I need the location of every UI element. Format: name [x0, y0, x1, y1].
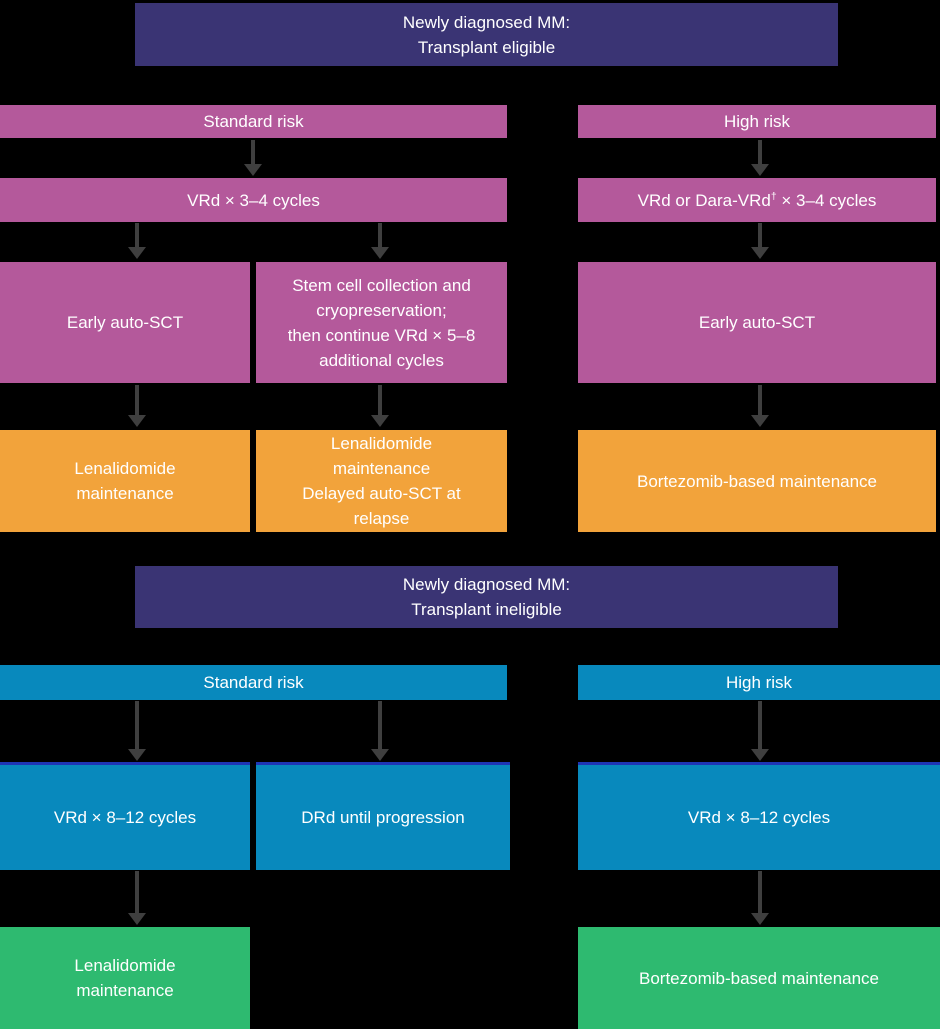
vrd-8-12-high-label: VRd × 8–12 cycles	[687, 808, 831, 827]
high-risk-ineligible-label: High risk	[725, 673, 793, 692]
standard-risk-ineligible-label: Standard risk	[203, 673, 304, 692]
arrow-vrd812-to-lenalidomide	[135, 871, 139, 913]
arrow-earlyscthigh-to-bortezomib	[758, 385, 762, 415]
box-high-risk-ineligible: High risk	[578, 665, 940, 700]
box-vrd-3-4-cycles: VRd × 3–4 cycles	[0, 178, 507, 222]
vrd-8-12-standard-label: VRd × 8–12 cycles	[53, 808, 197, 827]
lenalidomide-maintenance-ineligible-label: Lenalidomide maintenance	[74, 956, 176, 1000]
early-auto-sct-standard-label: Early auto-SCT	[66, 313, 184, 332]
arrow-standardrisk2-to-drd	[378, 701, 382, 749]
box-drd-until-progression: DRd until progression	[256, 762, 510, 870]
arrow-earlysct-to-lenalidomide	[135, 385, 139, 415]
arrow-daravrd-to-early-sct	[758, 223, 762, 247]
arrow-highrisk-to-daravrd	[758, 140, 762, 164]
box-bortezomib-maintenance-ineligible: Bortezomib-based maintenance	[578, 927, 940, 1029]
box-high-risk-eligible: High risk	[578, 105, 936, 138]
header-transplant-eligible-label: Newly diagnosed MM: Transplant eligible	[402, 12, 571, 57]
box-lenalidomide-maintenance-ineligible: Lenalidomide maintenance	[0, 927, 250, 1029]
daravrd-cycles-text: × 3–4 cycles	[776, 190, 877, 210]
header-transplant-eligible: Newly diagnosed MM: Transplant eligible	[135, 3, 838, 66]
lenalidomide-delayed-sct-label: Lenalidomide maintenance Delayed auto-SC…	[302, 434, 461, 528]
header-transplant-ineligible: Newly diagnosed MM: Transplant ineligibl…	[135, 566, 838, 628]
arrow-vrd34-to-early-sct	[135, 223, 139, 247]
bortezomib-maintenance-ineligible-label: Bortezomib-based maintenance	[638, 968, 880, 988]
box-bortezomib-maintenance-eligible: Bortezomib-based maintenance	[578, 430, 936, 532]
drd-until-progression-label: DRd until progression	[301, 808, 465, 827]
standard-risk-eligible-label: Standard risk	[203, 112, 304, 131]
lenalidomide-maintenance-eligible-label: Lenalidomide maintenance	[74, 459, 176, 503]
box-vrd-8-12-high: VRd × 8–12 cycles	[578, 762, 940, 870]
box-vrd-or-daravrd: VRd or Dara-VRd† × 3–4 cycles	[578, 178, 936, 222]
arrow-highrisk2-to-vrd812	[758, 701, 762, 749]
daravrd-text: VRd or Dara-VRd	[637, 190, 771, 210]
stem-cell-collection-label: Stem cell collection and cryopreservatio…	[287, 275, 476, 370]
header-transplant-ineligible-label: Newly diagnosed MM: Transplant ineligibl…	[402, 575, 571, 619]
box-lenalidomide-delayed-sct: Lenalidomide maintenance Delayed auto-SC…	[256, 430, 507, 532]
box-standard-risk-ineligible: Standard risk	[0, 665, 507, 700]
early-auto-sct-high-label: Early auto-SCT	[698, 313, 816, 332]
arrow-standardrisk-to-vrd34	[251, 140, 255, 164]
arrow-stemcell-to-delayed	[378, 385, 382, 415]
box-stem-cell-collection: Stem cell collection and cryopreservatio…	[256, 262, 507, 383]
vrd-or-daravrd-label: VRd or Dara-VRd† × 3–4 cycles	[638, 188, 877, 213]
dagger-footnote-mark: †	[770, 189, 777, 202]
box-early-auto-sct-high: Early auto-SCT	[578, 262, 936, 383]
arrow-standardrisk2-to-vrd812	[135, 701, 139, 749]
high-risk-eligible-label: High risk	[723, 112, 791, 131]
box-lenalidomide-maintenance-eligible: Lenalidomide maintenance	[0, 430, 250, 532]
arrow-vrd34-to-stemcell	[378, 223, 382, 247]
box-vrd-8-12-standard: VRd × 8–12 cycles	[0, 762, 250, 870]
bortezomib-maintenance-eligible-label: Bortezomib-based maintenance	[636, 471, 878, 491]
vrd-3-4-cycles-label: VRd × 3–4 cycles	[187, 190, 320, 210]
box-standard-risk-eligible: Standard risk	[0, 105, 507, 138]
box-early-auto-sct-standard: Early auto-SCT	[0, 262, 250, 383]
arrow-vrd812high-to-bortezomib	[758, 871, 762, 913]
